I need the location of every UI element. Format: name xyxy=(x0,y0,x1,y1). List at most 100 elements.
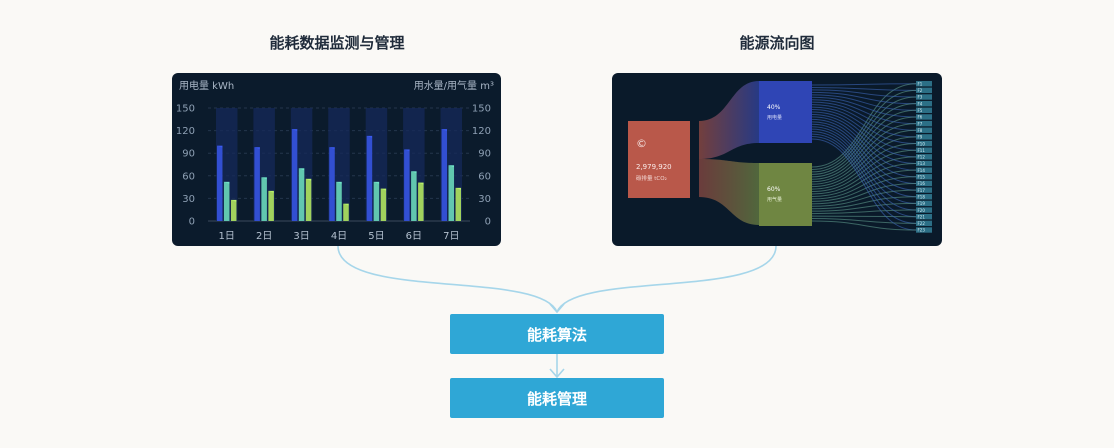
left-axis-label: 用电量 kWh xyxy=(179,79,234,92)
sankey-fan-link xyxy=(811,196,917,210)
x-tick-label: 5日 xyxy=(368,231,384,242)
electric-node xyxy=(759,81,812,143)
sankey-fan-link xyxy=(811,218,917,224)
sankey-fan-link xyxy=(811,96,917,118)
sankey-fan-link xyxy=(811,123,917,191)
target-label: F6 xyxy=(918,115,923,120)
target-label: F1 xyxy=(918,81,923,86)
bar xyxy=(291,129,298,221)
right-axis-label: 用水量/用气量 m³ xyxy=(414,79,494,92)
x-tick-label: 1日 xyxy=(219,231,235,242)
sankey-fan-link xyxy=(811,113,917,164)
target-label: F7 xyxy=(918,121,923,126)
bar-shade xyxy=(305,178,312,221)
bar-shade xyxy=(418,182,424,221)
y-tick-label-right: 30 xyxy=(478,194,491,205)
bar-shade xyxy=(448,165,455,221)
target-label: F13 xyxy=(918,161,926,166)
target-node xyxy=(916,214,932,220)
bar-shade xyxy=(366,135,373,221)
energy-sankey-diagram: © 2,979,920 碳排量 tCO₂ 40% 用电量 60% 用气量 F1F… xyxy=(628,81,932,233)
target-node xyxy=(916,81,932,87)
bar xyxy=(380,188,387,221)
target-label: F21 xyxy=(918,214,926,219)
target-node xyxy=(916,154,932,160)
bar-shade xyxy=(343,203,349,221)
sankey-fan-link xyxy=(811,133,917,218)
link-source-to-electric xyxy=(699,81,759,159)
bar-shade xyxy=(254,147,260,221)
sankey-links xyxy=(699,81,759,225)
y-tick-label-right: 90 xyxy=(478,149,491,160)
target-label: F20 xyxy=(918,208,926,213)
bar-shade xyxy=(404,149,410,221)
bar xyxy=(261,177,267,221)
target-node xyxy=(916,147,932,153)
target-label: F23 xyxy=(918,228,926,233)
bar xyxy=(230,199,237,221)
arrowhead-2 xyxy=(549,368,565,379)
energy-monitoring-title: 能耗数据监测与管理 xyxy=(269,34,405,52)
sankey-fan-link xyxy=(811,94,917,111)
arrowhead-1 xyxy=(549,303,565,314)
sankey-fan-link xyxy=(811,118,917,178)
bar-shade xyxy=(291,129,298,221)
sankey-fan-link xyxy=(811,121,917,184)
bar xyxy=(329,147,335,221)
sankey-fan-link xyxy=(811,106,917,145)
target-node xyxy=(916,94,932,100)
target-label: F18 xyxy=(918,194,926,199)
sankey-fan-link xyxy=(811,209,917,215)
x-tick-label: 4日 xyxy=(331,231,347,242)
target-label: F11 xyxy=(918,148,926,153)
bar xyxy=(448,165,455,221)
bar xyxy=(336,181,342,221)
bar-shade xyxy=(441,129,448,221)
target-node xyxy=(916,174,932,180)
bar-shade xyxy=(411,171,417,221)
target-label: F3 xyxy=(918,95,923,100)
bar-shade xyxy=(268,190,274,221)
y-tick-label-left: 120 xyxy=(176,126,195,137)
y-tick-label-left: 150 xyxy=(176,104,195,115)
target-label: F9 xyxy=(918,135,923,140)
target-label: F17 xyxy=(918,188,926,193)
x-tick-label: 6日 xyxy=(406,231,422,242)
sankey-targets: F1F2F3F4F5F6F7F8F9F10F11F12F13F14F15F16F… xyxy=(916,81,932,233)
bar xyxy=(268,190,274,221)
target-node xyxy=(916,160,932,167)
y-tick-label-right: 60 xyxy=(478,171,491,182)
y-tick-label-right: 150 xyxy=(472,104,491,115)
target-node xyxy=(916,107,932,113)
link-source-to-gas xyxy=(699,159,759,225)
x-tick-label: 7日 xyxy=(443,231,459,242)
sankey-fan-link xyxy=(811,116,917,171)
y-tick-label-left: 30 xyxy=(182,194,195,205)
bar-shade xyxy=(223,181,230,221)
sankey-fan-link xyxy=(811,136,917,224)
target-label: F15 xyxy=(918,175,926,180)
bar xyxy=(366,135,373,221)
gas-node xyxy=(759,163,812,226)
target-node xyxy=(916,187,932,193)
energy-algorithm-step: 能耗算法 xyxy=(450,314,664,354)
target-label: F4 xyxy=(918,101,923,106)
y-tick-label-left: 90 xyxy=(182,149,195,160)
target-label: F10 xyxy=(918,141,926,146)
bar-shade xyxy=(455,187,462,221)
target-label: F2 xyxy=(918,88,923,93)
x-tick-label: 3日 xyxy=(293,231,309,242)
bar xyxy=(418,182,424,221)
target-node xyxy=(916,87,932,94)
target-label: F5 xyxy=(918,108,923,113)
target-label: F22 xyxy=(918,221,926,226)
gas-label: 用气量 xyxy=(767,196,782,203)
sankey-fan-link xyxy=(811,104,917,138)
sankey-fan-link xyxy=(811,86,917,91)
sankey-fan-link xyxy=(811,189,917,207)
sankey-fan-link xyxy=(811,131,917,211)
sankey-fan-link xyxy=(811,109,917,151)
